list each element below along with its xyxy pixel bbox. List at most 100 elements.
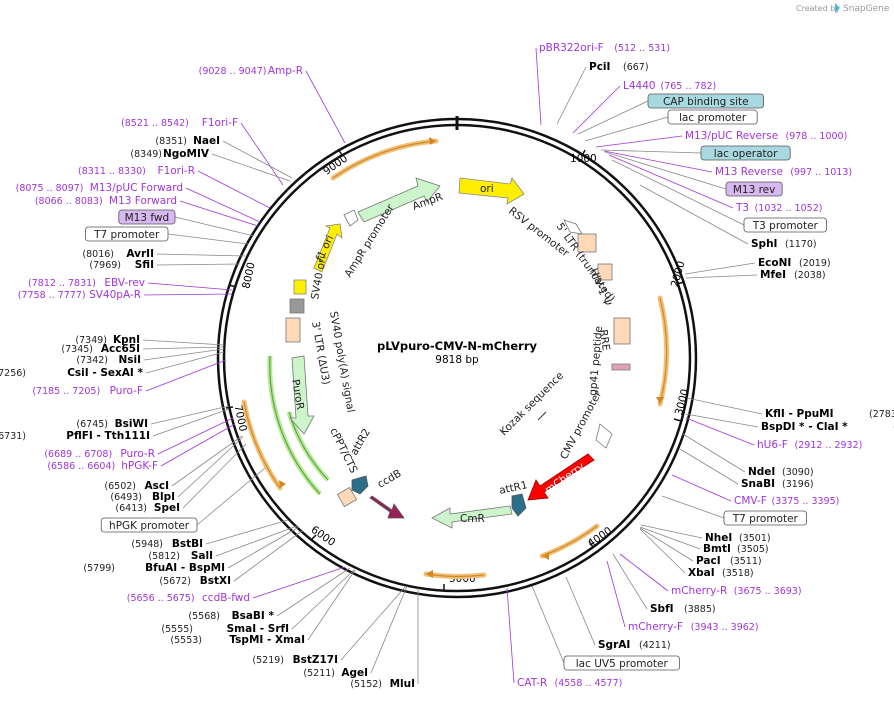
left-bfuai-bspmi-28-pos: (5799) xyxy=(83,563,115,574)
left-bstxi-29-name: BstXI xyxy=(200,575,231,587)
feature-kozak-label: Kozak sequence xyxy=(498,370,566,438)
feature-ccdb[interactable] xyxy=(369,495,405,519)
left-avrii-9-name: AvrII xyxy=(126,248,154,260)
left-mlui-36-pos: (5152) xyxy=(350,679,382,690)
left-sali-27-leader xyxy=(215,525,298,557)
feature-cppt-cts[interactable] xyxy=(336,486,358,508)
left-nsii-15-name: NsiI xyxy=(118,354,141,366)
left-hpgk-promoter-25-box[interactable] xyxy=(100,517,198,533)
left-kpni-13-name: KpnI xyxy=(113,334,140,346)
right-xbai-24-name: XbaI xyxy=(688,567,715,579)
left-m13-fwd-7-box[interactable] xyxy=(118,209,176,225)
feature-attr1[interactable] xyxy=(511,493,527,517)
left-puro-r-20-pos: (6689 .. 6708) xyxy=(44,449,112,460)
feature-kozak[interactable] xyxy=(537,411,547,421)
feature-rre-label: RRE xyxy=(597,329,612,352)
right-lac-promoter-4-label: lac promoter xyxy=(679,112,747,124)
feature-attr2[interactable] xyxy=(351,475,369,495)
right-lac-operator-6-box[interactable] xyxy=(700,145,791,161)
feature-puror[interactable] xyxy=(289,355,315,435)
feature-cmv-promoter[interactable] xyxy=(595,423,613,449)
feature-ampr-promoter[interactable] xyxy=(343,209,359,227)
left-nsii-15-leader xyxy=(143,348,225,361)
right-paci-23-leader xyxy=(639,527,694,562)
right-lac-promoter-4-box[interactable] xyxy=(667,109,758,125)
right-t3-promoter-10-label: T3 promoter xyxy=(752,220,819,232)
feature-rsv-promoter[interactable] xyxy=(563,219,583,235)
right-kfli-ppumi-14-name: KflI - PpuMI xyxy=(765,408,834,420)
right-lac-uv5-promoter-29-leader xyxy=(531,585,565,664)
left-bstz17i-34-pos: (5219) xyxy=(252,655,284,666)
right-cmv-f-19-pos: (3375 .. 3395) xyxy=(772,496,840,507)
feature-ori[interactable] xyxy=(458,177,525,205)
left-bstz17i-34-leader xyxy=(340,585,407,661)
right-nhei-21-pos: (3501) xyxy=(739,533,771,544)
feature-f1-ori[interactable] xyxy=(313,223,343,273)
feature-puror-label: PuroR xyxy=(289,378,306,410)
feature-sv40-polya-label: SV40 poly(A) signal xyxy=(327,310,357,413)
right-ndei-17-name: NdeI xyxy=(748,466,775,478)
left-ebv-rev-11-pos: (7812 .. 7831) xyxy=(28,278,96,289)
snapgene-logo-icon xyxy=(835,3,840,13)
right-mcherry-r-25-pos: (3675 .. 3693) xyxy=(734,586,802,597)
left-blpi-23-leader xyxy=(177,436,244,498)
right-t7-promoter-20-box[interactable] xyxy=(723,510,807,526)
right-cap-binding-site-3-box[interactable] xyxy=(647,93,764,109)
left-avrii-9-pos: (8016) xyxy=(82,249,114,260)
right-bmti-22-pos: (3505) xyxy=(737,544,769,555)
left-m13-fwd-7-label: M13 fwd xyxy=(125,212,170,224)
right-lac-uv5-promoter-29-box[interactable] xyxy=(563,655,680,671)
right-mcherry-r-25-leader xyxy=(619,553,669,592)
left-blpi-23-name: BlpI xyxy=(152,491,175,503)
feature-ampr[interactable] xyxy=(357,177,441,223)
left-puro-f-17-leader xyxy=(145,359,227,392)
right-econi-12-leader xyxy=(684,262,756,275)
left-puro-f-17-name: Puro-F xyxy=(110,385,143,397)
right-l4440-2-name: L4440 xyxy=(623,80,656,92)
feature-5ltr[interactable] xyxy=(577,233,597,253)
right-ndei-17-leader xyxy=(682,433,746,473)
right-sphi-11-leader xyxy=(639,184,749,245)
right-mcherry-f-27-name: mCherry-F xyxy=(628,621,683,633)
right-t3-promoter-10-box[interactable] xyxy=(743,217,827,233)
left-t7-promoter-8-box[interactable] xyxy=(85,226,169,242)
left-t7-promoter-8-label: T7 promoter xyxy=(93,229,160,241)
left-t7-promoter-8-leader xyxy=(167,233,249,245)
tick-8000: 8000 xyxy=(240,261,257,290)
right-m13-puc-reverse-5-pos: (978 .. 1000) xyxy=(786,131,848,142)
right-l4440-2-pos: (765 .. 782) xyxy=(661,81,717,92)
left-f1ori-f-1-pos: (8521 .. 8542) xyxy=(121,118,189,129)
left-hpgk-f-21-name: hPGK-F xyxy=(121,460,158,472)
right-bspdi-clai-15-leader xyxy=(685,413,759,428)
right-t3-9-pos: (1032 .. 1052) xyxy=(755,203,823,214)
feature-rre[interactable] xyxy=(613,317,631,345)
feature-hiv1-psi[interactable] xyxy=(597,263,613,281)
left-ngomiv-3-name: NgoMIV xyxy=(163,148,210,160)
left-sali-27-pos: (5812) xyxy=(148,551,180,562)
feature-3ltr[interactable] xyxy=(285,317,301,343)
left-bsiwi-18-name: BsiWI xyxy=(115,418,148,430)
left-nsii-15-pos: (7342) xyxy=(76,355,108,366)
right-bspdi-clai-15-name: BspDI * - ClaI * xyxy=(761,421,848,433)
right-lac-operator-6-label: lac operator xyxy=(714,148,778,160)
left-csii-sexai-16-pos: (7256) xyxy=(0,368,26,379)
feature-sv40-polya[interactable] xyxy=(289,298,305,314)
feature-cmr[interactable] xyxy=(431,505,513,529)
right-m13-reverse-7-leader xyxy=(603,150,713,173)
right-econi-12-pos: (2019) xyxy=(799,258,831,269)
right-sbfi-26-pos: (3885) xyxy=(684,604,716,615)
left-tspmi-xmai-33-leader xyxy=(307,569,356,641)
left-sfii-10-name: SfiI xyxy=(135,259,154,271)
feature-gp41[interactable] xyxy=(611,363,631,371)
left-puro-r-20-leader xyxy=(157,417,234,455)
left-smai-srfi-32-leader xyxy=(291,569,355,630)
right-m13-rev-8-box[interactable] xyxy=(725,181,783,197)
right-kfli-ppumi-14-leader xyxy=(686,397,763,415)
feature-ccdb-label: ccdB xyxy=(376,467,404,490)
feature-cmv-promoter-label: CMV promoter xyxy=(558,388,604,461)
feature-mcherry[interactable] xyxy=(527,453,595,501)
left-ccdb-fwd-30-leader xyxy=(252,566,346,599)
feature-sv40-ori[interactable] xyxy=(293,279,307,295)
right-nhei-21-leader xyxy=(640,524,703,539)
left-blpi-23-pos: (6493) xyxy=(110,492,142,503)
